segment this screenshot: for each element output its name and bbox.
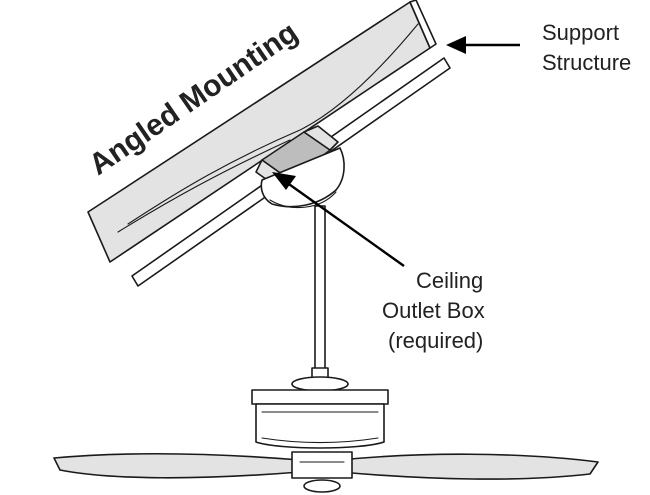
ceiling-outlet-box-label-line3: (required) <box>388 328 483 353</box>
ceiling-outlet-box-arrow-head <box>272 172 296 190</box>
ceiling-outlet-box-arrow-shaft <box>285 181 405 267</box>
support-structure-callout: Support Structure <box>446 20 631 75</box>
support-structure-arrow-head <box>446 36 466 54</box>
fan-canopy <box>260 147 345 209</box>
downrod <box>311 205 329 381</box>
motor-housing <box>251 376 389 449</box>
support-structure-plank <box>87 0 437 263</box>
support-structure-label-line2: Structure <box>542 50 631 75</box>
ceiling-outlet-box-label-line1: Ceiling <box>416 268 483 293</box>
ceiling-outlet-box-callout: Ceiling Outlet Box (required) <box>272 172 485 353</box>
ceiling-outlet-box-label-line2: Outlet Box <box>382 298 485 323</box>
support-structure-label-line1: Support <box>542 20 619 45</box>
fan-blades <box>53 451 599 493</box>
